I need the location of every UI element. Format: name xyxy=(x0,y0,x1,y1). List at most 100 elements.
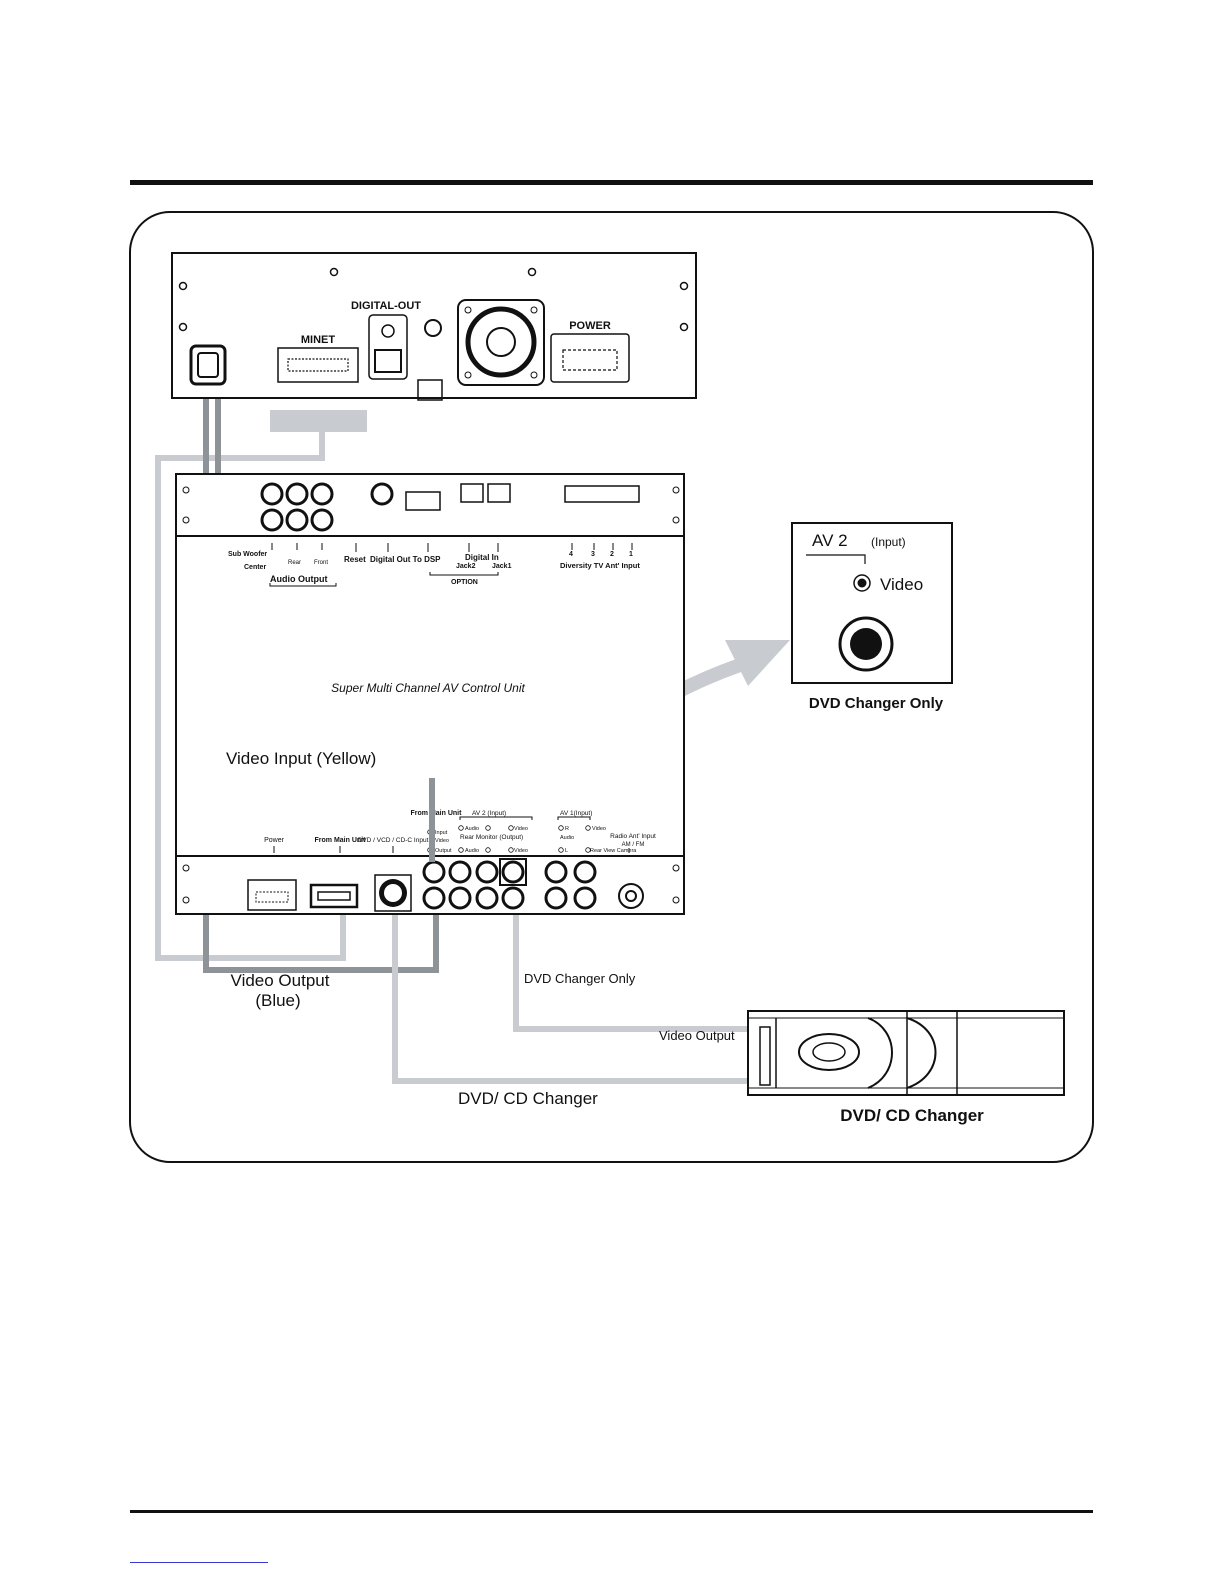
num3-label: 3 xyxy=(591,551,595,558)
rca-jack xyxy=(422,860,446,884)
dvd-cd-changer-cable-label: DVD/ CD Changer xyxy=(458,1089,598,1108)
video-port xyxy=(189,344,227,386)
screw xyxy=(178,322,188,332)
audio-label-a: Audio xyxy=(465,826,479,832)
digital-out-port xyxy=(368,314,408,380)
header-rule xyxy=(130,180,1093,185)
changer-body xyxy=(747,1010,1065,1096)
rca-jack xyxy=(573,886,597,910)
output-label: Output xyxy=(435,848,452,854)
sub-woofer-label: Sub Woofer xyxy=(228,551,267,558)
rca-jack xyxy=(475,860,499,884)
screw xyxy=(527,267,537,277)
av2-inset-jack-core xyxy=(850,628,882,660)
from-main-unit-label-2: From Main Unit xyxy=(411,810,463,817)
rca-jack xyxy=(448,860,472,884)
fan xyxy=(465,306,537,378)
fan-screw xyxy=(464,306,472,314)
footer-link-underline xyxy=(130,1562,268,1563)
changer-caption: DVD/ CD Changer xyxy=(840,1106,984,1125)
r-label: R xyxy=(565,826,569,832)
rca-jack xyxy=(310,482,334,506)
l-label: L xyxy=(565,848,568,854)
digital-out-label: DIGITAL-OUT xyxy=(351,300,421,312)
rear-view-camera-label: Rear View Camera xyxy=(590,848,637,854)
reset-jack xyxy=(370,482,394,506)
dvd-changer-only-label: DVD Changer Only xyxy=(524,971,636,986)
minet-cable xyxy=(155,430,346,961)
screw xyxy=(679,322,689,332)
option-label: OPTION xyxy=(451,579,478,586)
av2-inset-subtitle: (Input) xyxy=(871,535,906,549)
footer-rule xyxy=(130,1510,1093,1513)
rca-jack xyxy=(310,508,334,532)
av2-inset-caption: DVD Changer Only xyxy=(809,695,944,712)
changer-curve-1 xyxy=(867,1017,893,1089)
rear-monitor-label: Rear Monitor (Output) xyxy=(460,834,523,841)
av2-arrow-head xyxy=(725,640,790,686)
rca-jack xyxy=(260,482,284,506)
screw xyxy=(679,281,689,291)
rca-jack xyxy=(501,860,525,884)
power-connector-av xyxy=(247,879,297,911)
fan-screw xyxy=(464,371,472,379)
am-fm-label: AM / FM xyxy=(622,842,645,848)
fan-hub xyxy=(486,327,516,357)
av2-inset-box xyxy=(791,522,953,684)
changer-disc-icon xyxy=(798,1033,860,1071)
jack1-label: Jack1 xyxy=(492,563,512,570)
minet-bus-bar xyxy=(270,410,367,432)
diagram-frame xyxy=(129,211,1094,1163)
reset-label: Reset xyxy=(344,555,366,564)
video-input-label: Video Input (Yellow) xyxy=(226,749,376,768)
av2-inset-video-label: Video xyxy=(880,575,923,594)
rca-jack xyxy=(260,508,284,532)
video-label-c: Video xyxy=(514,848,528,854)
video-output-label-2: (Blue) xyxy=(255,991,300,1010)
video-label-b: Video xyxy=(514,826,528,832)
changer-curve-2 xyxy=(906,1017,937,1089)
dvd-cd-changer-cable xyxy=(392,910,748,1084)
jack2-label: Jack2 xyxy=(456,563,476,570)
num2-label: 2 xyxy=(610,551,614,558)
rca-jack xyxy=(285,482,309,506)
digital-out-jack xyxy=(374,349,402,373)
screw xyxy=(672,864,680,872)
video-label-a: Video xyxy=(435,838,449,844)
power-connector-av-pins xyxy=(255,891,289,903)
num1-label: 1 xyxy=(629,551,633,558)
from-main-unit-label: From Main Unit xyxy=(315,837,367,844)
av2-inset-bracket xyxy=(806,554,866,564)
av-unit-title: Super Multi Channel AV Control Unit xyxy=(331,681,525,695)
audio-label-c: Audio xyxy=(560,835,574,841)
rca-jack xyxy=(544,886,568,910)
diversity-tv-ant-label: Diversity TV Ant' Input xyxy=(560,561,640,570)
av1-input-label: AV 1(Input) xyxy=(560,810,592,817)
tv-ant-block xyxy=(564,485,640,503)
changer-slot xyxy=(759,1026,771,1086)
rca-jack xyxy=(573,860,597,884)
av2-inset-bullet-dot xyxy=(857,578,867,588)
input-label: Input xyxy=(435,830,448,836)
video-output-cable-label: Video Output xyxy=(659,1028,735,1043)
changer-disc-hole xyxy=(812,1042,846,1062)
digital-in-jack2 xyxy=(460,483,484,503)
rca-jack xyxy=(422,886,446,910)
audio-output-jacks xyxy=(260,482,334,532)
radio-ant-label: Radio Ant' Input xyxy=(610,833,656,840)
rca-jack xyxy=(285,508,309,532)
screw xyxy=(182,516,190,524)
main-unit: MINET DIGITAL-OUT POWER xyxy=(171,252,697,401)
antenna-jack-inner xyxy=(625,890,637,902)
num4-label: 4 xyxy=(569,551,573,558)
rear-label: Rear xyxy=(288,560,301,566)
audio-output-label: Audio Output xyxy=(270,574,327,584)
rca-jack xyxy=(448,886,472,910)
front-label: Front xyxy=(314,560,328,566)
din-port-inner xyxy=(384,884,402,902)
digital-out-to-dsp-label: Digital Out To DSP xyxy=(370,555,441,564)
knob xyxy=(424,319,442,337)
minet-connector xyxy=(277,347,359,383)
digital-out-hole xyxy=(381,324,395,338)
